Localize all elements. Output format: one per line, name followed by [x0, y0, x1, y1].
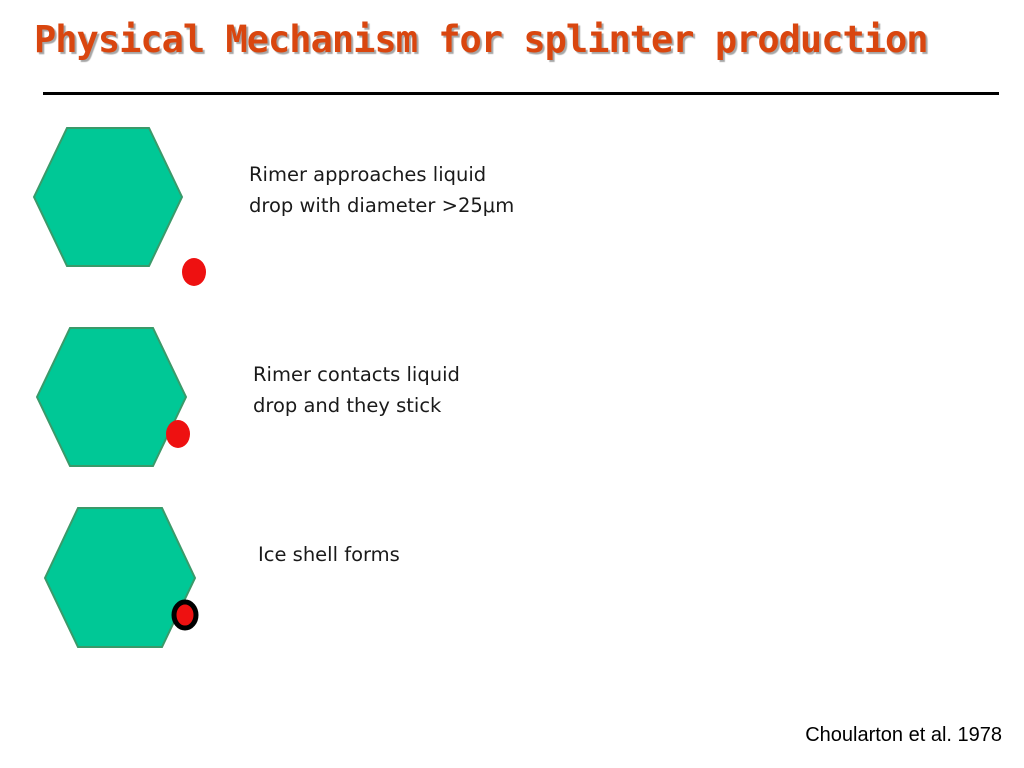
caption-step-3: Ice shell forms [258, 539, 400, 570]
caption-step-2-line-1: Rimer contacts liquid [253, 363, 460, 386]
rimer-hexagon-step-3 [43, 507, 197, 648]
liquid-drop-step-1 [182, 258, 206, 286]
caption-step-1-line-1: Rimer approaches liquid [249, 163, 487, 186]
ice-shell-drop-step-3 [171, 599, 199, 631]
liquid-drop-step-2 [166, 420, 190, 448]
caption-step-2: Rimer contacts liquid drop and they stic… [253, 359, 460, 421]
caption-step-1: Rimer approaches liquid drop with diamet… [249, 159, 514, 221]
caption-step-2-line-2: drop and they stick [253, 394, 442, 417]
caption-step-1-line-2: drop with diameter >25μm [249, 194, 515, 217]
rimer-hexagon-step-2 [35, 327, 188, 467]
rimer-hexagon-step-1 [32, 127, 184, 267]
caption-step-3-line-1: Ice shell forms [258, 543, 400, 566]
citation: Choularton et al. 1978 [805, 724, 1002, 746]
slide-title: Physical Mechanism for splinter producti… [34, 18, 929, 61]
title-divider [43, 92, 999, 95]
